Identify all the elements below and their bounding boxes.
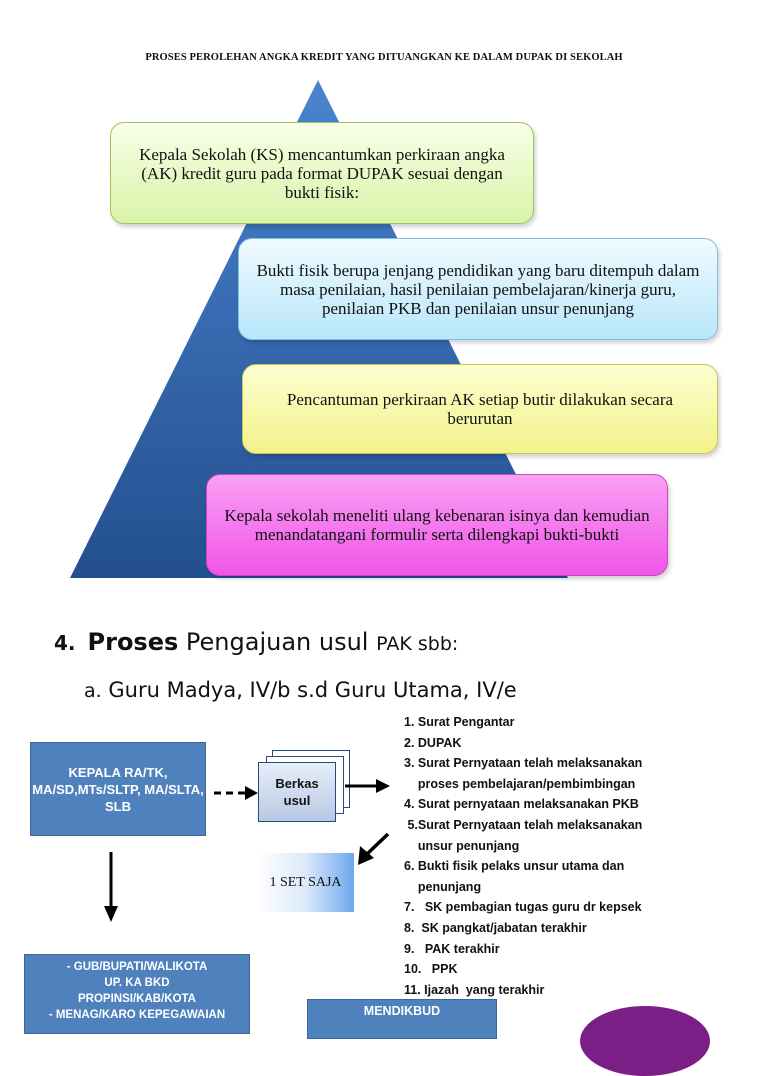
section-bold-word: Proses	[87, 628, 179, 656]
purple-circle	[580, 1006, 710, 1076]
document-item: 3. Surat Pernyataan telah melaksanakan	[404, 756, 643, 771]
subsection-heading: a. Guru Madya, IV/b s.d Guru Utama, IV/e	[84, 678, 517, 702]
section-number: 4.	[54, 631, 76, 655]
document-item: 7. SK pembagian tugas guru dr kepsek	[404, 900, 642, 915]
section-text: Pengajuan usul	[185, 628, 369, 656]
documents-list: 1. Surat Pengantar 2. DUPAK 3. Surat Per…	[404, 712, 764, 1000]
document-item: 5.Surat Pernyataan telah melaksanakan	[404, 817, 643, 832]
pyramid-step-4: Kepala sekolah meneliti ulang kebenaran …	[206, 474, 668, 576]
flow-arrows	[104, 779, 390, 922]
document-item: 8. SK pangkat/jabatan terakhir	[404, 920, 587, 935]
section-heading: 4. Proses Pengajuan usul PAK sbb:	[54, 628, 458, 656]
document-item: 4. Surat pernyataan melaksanakan PKB	[404, 797, 639, 812]
mendikbud-box: MENDIKBUD	[307, 999, 497, 1039]
document-item: 6. Bukti fisik pelaks unsur utama dan	[404, 859, 625, 874]
gub-line: - GUB/BUPATI/WALIKOTA	[66, 961, 208, 973]
pyramid-step-3: Pencantuman perkiraan AK setiap butir di…	[242, 364, 718, 454]
set-box: 1 SET SAJA	[257, 853, 354, 912]
gub-box: - GUB/BUPATI/WALIKOTA UP. KA BKD PROPINS…	[24, 954, 250, 1034]
kepala-box: KEPALA RA/TK, MA/SD,MTs/SLTP, MA/SLTA, S…	[30, 742, 206, 836]
pyramid-step-1: Kepala Sekolah (KS) mencantumkan perkira…	[110, 122, 534, 224]
document-item: penunjang	[404, 879, 482, 894]
subsection-letter: a.	[84, 680, 102, 702]
gub-line: - MENAG/KARO KEPEGAWAIAN	[48, 1009, 226, 1021]
gub-line: PROPINSI/KAB/KOTA	[78, 993, 196, 1005]
page-title: PROSES PEROLEHAN ANGKA KREDIT YANG DITUA…	[145, 52, 623, 63]
berkas-doc: Berkas usul	[258, 762, 336, 822]
section-small-text: PAK sbb:	[376, 633, 459, 655]
subsection-text: Guru Madya, IV/b s.d Guru Utama, IV/e	[108, 678, 517, 702]
gub-line: UP. KA BKD	[104, 977, 170, 989]
document-item: 2. DUPAK	[404, 735, 462, 750]
document-item: 11. Ijazah yang terakhir	[404, 982, 545, 997]
document-item: 10. PPK	[404, 962, 458, 977]
document-item: 1. Surat Pengantar	[404, 715, 515, 729]
document-item: unsur penunjang	[404, 838, 520, 853]
pyramid-step-2: Bukti fisik berupa jenjang pendidikan ya…	[238, 238, 718, 340]
document-item: proses pembelajaran/pembimbingan	[404, 776, 636, 791]
document-item: 9. PAK terakhir	[404, 941, 500, 956]
